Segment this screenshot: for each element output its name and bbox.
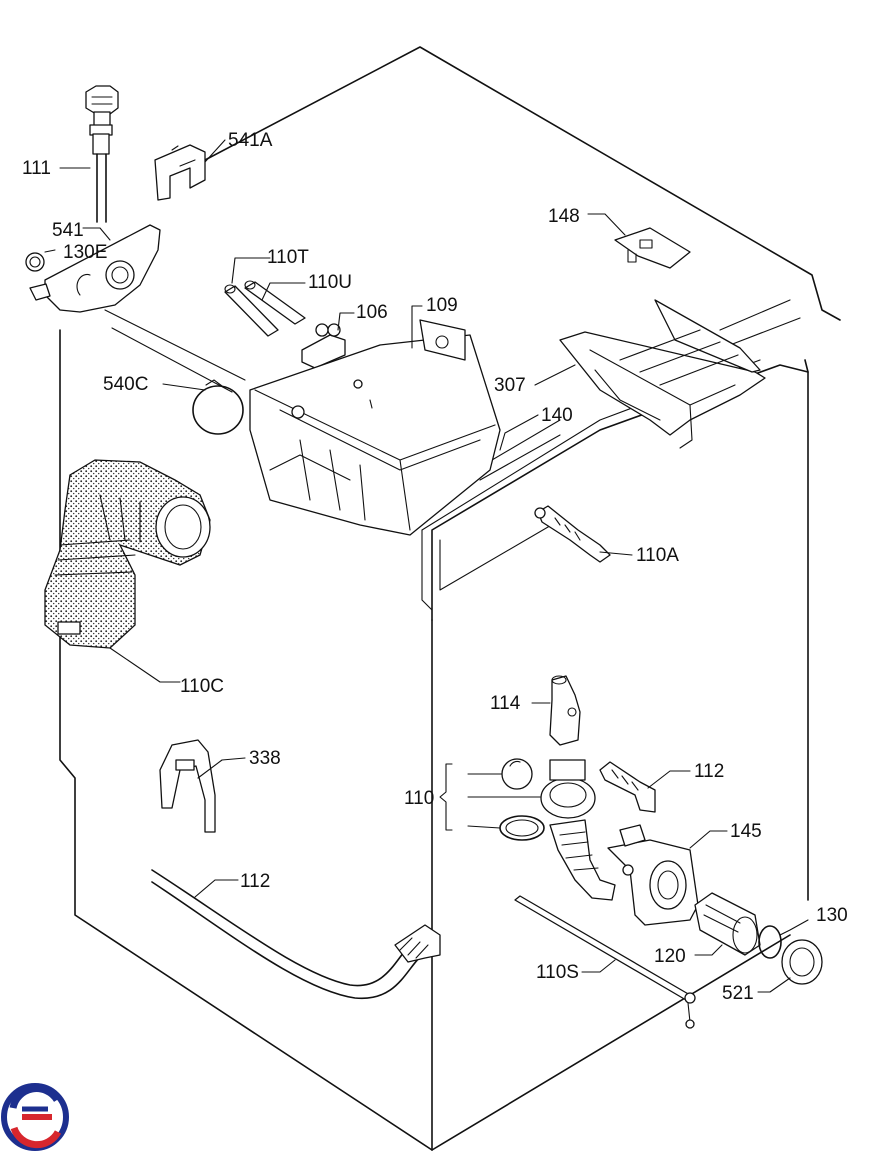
part-labels: 111 541A 541 130E 148 110T 110U 106 109 … [22, 130, 848, 1004]
tubes-110t-110u [224, 280, 306, 337]
label-114: 114 [490, 693, 521, 714]
part-106 [301, 323, 346, 369]
clip-148 [614, 227, 691, 269]
label-110u: 110U [308, 272, 352, 293]
label-120: 120 [654, 946, 686, 967]
label-110c: 110C [180, 676, 224, 697]
label-130e: 130E [63, 242, 107, 263]
hose-112-bottom [151, 869, 441, 1000]
label-541: 541 [52, 220, 84, 241]
hose-110a [534, 505, 611, 563]
valve-bracket-541 [25, 224, 161, 313]
label-106: 106 [356, 302, 388, 323]
hose-112-top [599, 761, 656, 813]
label-110a: 110A [636, 545, 679, 566]
bellows-hose-110c [44, 459, 211, 649]
filter-parts-120-130-521 [694, 892, 823, 985]
label-110s: 110S [536, 962, 579, 983]
label-130: 130 [816, 905, 848, 926]
sump-assembly-110 [499, 758, 616, 901]
dispenser-housing-109-140 [249, 319, 501, 536]
brand-logo [1, 1083, 69, 1151]
vent-114 [549, 675, 581, 746]
cabinet-outline [59, 46, 841, 1151]
label-541a: 541A [228, 130, 273, 151]
label-338: 338 [249, 748, 281, 769]
drawer-307 [559, 299, 766, 449]
label-145: 145 [730, 821, 762, 842]
label-112-top: 112 [694, 761, 724, 782]
label-148: 148 [548, 206, 580, 227]
label-110: 110 [404, 788, 434, 809]
label-110t: 110T [267, 247, 309, 268]
label-111: 111 [22, 158, 51, 179]
label-521: 521 [722, 983, 754, 1004]
leader-lines [44, 139, 809, 993]
bracket-541a [154, 144, 206, 201]
label-307: 307 [494, 375, 526, 396]
pump-145 [607, 824, 699, 926]
label-540c: 540C [103, 374, 148, 395]
label-112-bottom: 112 [240, 871, 270, 892]
bracket-338 [159, 739, 216, 833]
label-140: 140 [541, 405, 573, 426]
rod-110s [514, 895, 696, 1029]
ring-540c [192, 379, 244, 435]
label-109: 109 [426, 295, 458, 316]
inlet-hose-111 [85, 85, 119, 223]
